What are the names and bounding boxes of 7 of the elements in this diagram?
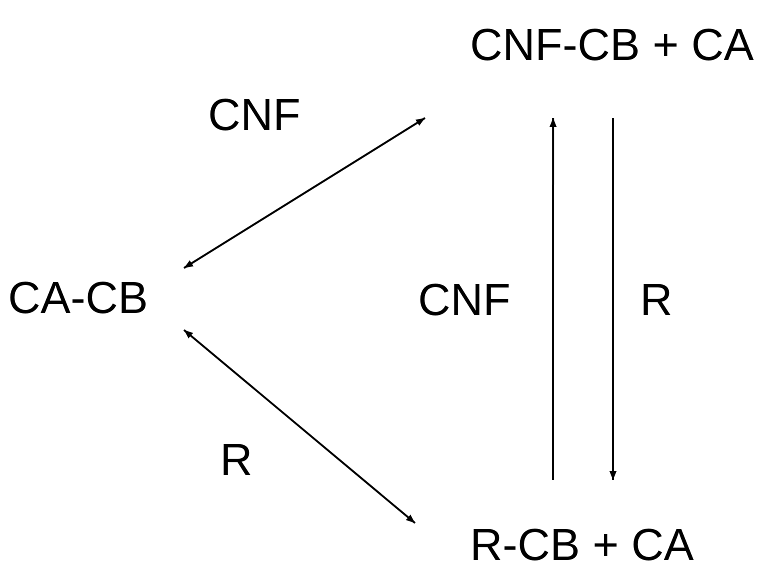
arrow xyxy=(550,118,557,480)
arrow xyxy=(609,118,617,480)
species-label: R-CB + CA xyxy=(415,480,715,575)
species-label: CNF-CB + CA xyxy=(425,15,775,118)
arrow xyxy=(183,329,416,524)
species-label: CA-CB xyxy=(6,268,184,330)
arrow xyxy=(183,117,426,269)
